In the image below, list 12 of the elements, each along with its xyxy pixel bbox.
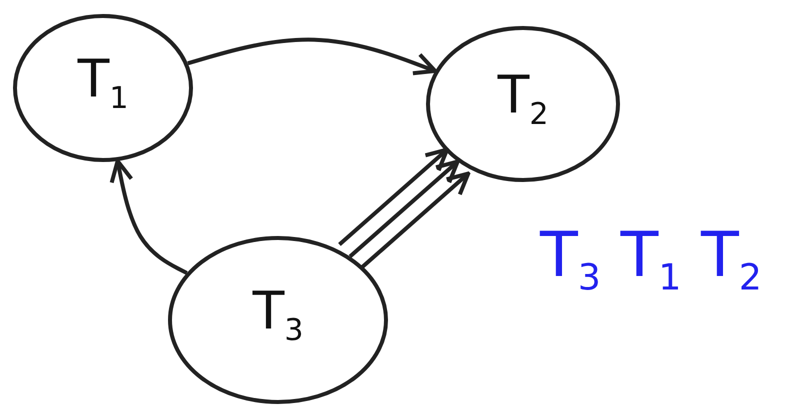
order-note: T$_{3}$ T$_{1}$ T$_{2}$ [540,218,762,298]
state-label: T$_{3}$ [252,282,304,348]
arrow [110,159,188,275]
arrow [187,38,438,76]
state-circle [426,26,620,182]
arrow [348,160,460,258]
state-label: T$_{1}$ [76,50,130,116]
state-label: T$_{2}$ [496,66,550,132]
state-circle [168,236,388,404]
arrow [359,172,470,270]
arrow [338,148,450,246]
state-circle [13,14,193,162]
